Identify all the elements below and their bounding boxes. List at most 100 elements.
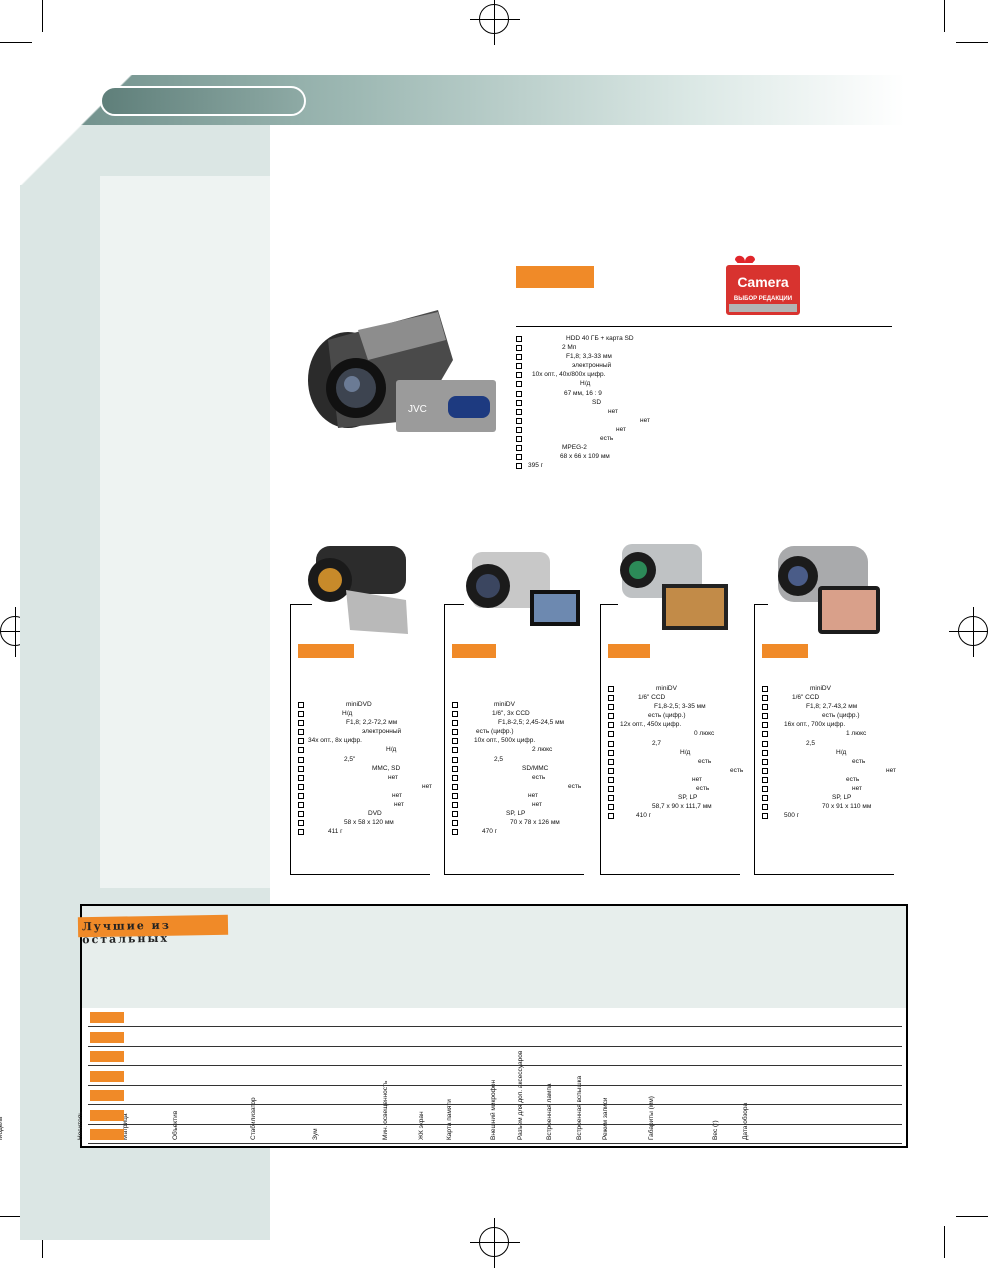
table-row — [88, 1026, 902, 1027]
camera-model-tag-2 — [452, 644, 496, 658]
spec-value: 2 Mп — [562, 344, 577, 352]
spec-value: есть (цифр.) — [476, 728, 514, 736]
checkbox-icon — [298, 774, 304, 781]
crop-mark — [944, 1226, 945, 1258]
row-model-tag — [90, 1051, 124, 1062]
checkbox-icon — [762, 758, 768, 765]
column-baseline — [600, 874, 740, 875]
checkbox-icon — [762, 749, 768, 756]
checkbox-icon — [298, 720, 304, 727]
spec-value: SD/MMC — [522, 764, 549, 772]
spec-value: нет — [886, 766, 896, 774]
checkbox-icon — [452, 829, 458, 836]
checkbox-icon — [516, 372, 522, 379]
checkbox-icon — [452, 792, 458, 799]
crop-mark — [956, 42, 988, 43]
spec-value: 34x опт., 8x цифр. — [308, 737, 362, 745]
checkbox-icon — [452, 774, 458, 781]
spec-value: 67 мм, 16 : 9 — [564, 389, 602, 397]
spec-value: есть (цифр.) — [648, 712, 686, 720]
spec-value: нет — [532, 801, 542, 809]
spec-value: HDD 40 ГБ + карта SD — [566, 335, 634, 342]
spec-value: 470 г — [482, 828, 498, 836]
checkbox-icon — [762, 686, 768, 692]
camera-model-tag-3 — [608, 644, 650, 658]
spec-value: 2,5 — [806, 739, 816, 747]
row-model-tag — [90, 1031, 124, 1043]
row-model-tag — [90, 1109, 124, 1121]
spec-value: 1/6", 3x CCD — [492, 710, 530, 718]
camera-model-tag-1 — [298, 644, 354, 658]
spec-value: есть — [730, 766, 744, 774]
checkbox-icon — [608, 767, 614, 774]
checkbox-icon — [762, 813, 768, 820]
spec-value: SP, LP — [506, 810, 526, 818]
checkbox-icon — [452, 747, 458, 754]
crop-mark — [42, 1226, 43, 1258]
row-model-tag — [90, 1070, 124, 1082]
checkbox-icon — [298, 711, 304, 718]
checkbox-icon — [516, 345, 522, 352]
checkbox-icon — [608, 758, 614, 765]
spec-value: Н/д — [386, 746, 397, 754]
checkbox-icon — [762, 795, 768, 802]
spec-value: 2 люкс — [532, 746, 553, 754]
spec-value: MPEG-2 — [562, 444, 587, 452]
spec-value: нет — [528, 791, 538, 799]
spec-value: F1,8-2,5; 3-35 мм — [654, 703, 706, 711]
crop-mark — [0, 42, 32, 43]
crop-mark — [944, 0, 945, 32]
checkbox-icon — [762, 722, 768, 729]
spec-value: 2,7 — [652, 739, 662, 747]
checkbox-icon — [516, 426, 522, 433]
spec-value: есть — [600, 435, 614, 443]
checkbox-icon — [516, 399, 522, 406]
camera-column-frame-3 — [600, 604, 618, 874]
spec-value: электронный — [362, 728, 402, 736]
checkbox-icon — [762, 804, 768, 811]
table-row — [88, 1045, 902, 1047]
checkbox-icon — [452, 720, 458, 727]
checkbox-icon — [608, 795, 614, 802]
spec-value: электронный — [572, 362, 612, 370]
checkbox-icon — [516, 363, 522, 370]
registration-mark — [470, 0, 520, 45]
spec-value: есть (цифр.) — [822, 712, 860, 720]
featured-camera-image: JVC — [308, 310, 496, 432]
checkbox-icon — [516, 408, 522, 415]
spec-value: 411 г — [328, 828, 343, 836]
checkbox-icon — [762, 713, 768, 720]
sidebar-inner-panel — [100, 176, 270, 888]
spec-value: 58 x 58 x 120 мм — [344, 819, 394, 827]
spec-value: 58,7 x 90 x 111,7 мм — [652, 803, 712, 811]
checkbox-icon — [452, 729, 458, 736]
camera-image-2 — [466, 552, 580, 626]
spec-value: 1/6" CCD — [638, 694, 666, 702]
featured-model-tag — [516, 266, 594, 288]
checkbox-icon — [762, 786, 768, 793]
camera-image-1 — [308, 546, 408, 634]
checkbox-icon — [298, 820, 304, 827]
checkbox-icon — [452, 702, 458, 708]
spec-value: 2,5 — [494, 755, 504, 763]
spec-value: 68 x 66 x 109 мм — [560, 453, 610, 461]
spec-value: DVD — [368, 810, 382, 818]
checkbox-icon — [762, 704, 768, 711]
camera-column-frame-1 — [290, 604, 312, 874]
spec-value: 10x опт., 500x цифр. — [474, 737, 536, 745]
checkbox-icon — [608, 704, 614, 711]
spec-value: 1 люкс — [846, 730, 867, 738]
table-column-header: Дата обзора — [742, 1102, 749, 1140]
checkbox-icon — [516, 463, 522, 470]
spec-value: Н/д — [836, 748, 847, 756]
spec-value: 70 x 78 x 126 мм — [510, 819, 560, 827]
spec-value: miniDV — [810, 685, 831, 692]
column-baseline — [444, 874, 584, 875]
spec-value: SP, LP — [678, 794, 698, 802]
checkbox-icon — [516, 354, 522, 361]
checkbox-icon — [298, 702, 304, 708]
spec-value: miniDV — [656, 685, 677, 692]
spec-value: miniDVD — [346, 701, 372, 708]
checkbox-icon — [452, 756, 458, 763]
